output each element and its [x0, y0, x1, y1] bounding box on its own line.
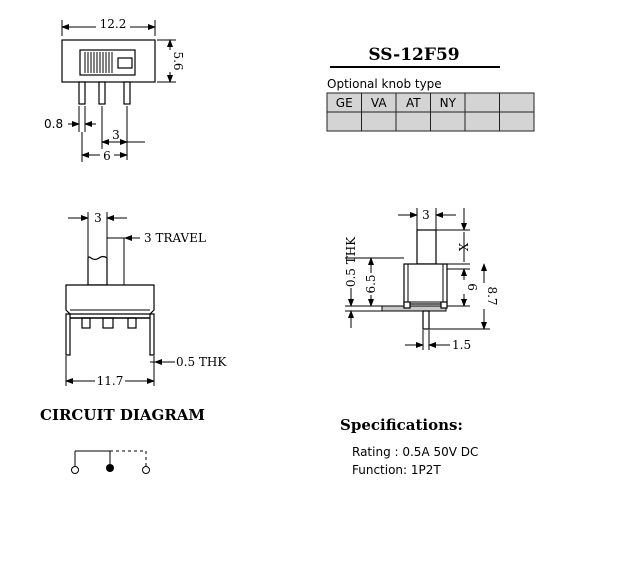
knob-header-cell — [499, 92, 535, 113]
end-thickness-label: 0.5 THK — [344, 236, 358, 287]
end-base-plate — [381, 305, 447, 312]
height-label: 5.6 — [171, 51, 185, 70]
end-height-c-label: 8.7 — [485, 286, 499, 305]
end-pin — [422, 310, 430, 330]
width-label: 12.2 — [100, 17, 127, 31]
end-height-a-label: 6.5 — [364, 274, 378, 293]
specs-function: Function: 1P2T — [352, 463, 441, 477]
specifications: Specifications: Rating : 0.5A 50V DC Fun… — [340, 416, 478, 477]
circuit-diagram: CIRCUIT DIAGRAM — [40, 406, 205, 474]
knob-table-caption: Optional knob type — [327, 77, 442, 91]
end-height-b-label: 6 — [465, 283, 479, 291]
knob-value-cell — [499, 111, 535, 132]
travel-label: 3 TRAVEL — [144, 231, 206, 245]
knob-header-cell — [464, 92, 500, 113]
specs-rating: Rating : 0.5A 50V DC — [352, 445, 478, 459]
terminal-1 — [71, 466, 79, 474]
specs-title: Specifications: — [340, 416, 463, 434]
side-thickness-label: 0.5 THK — [176, 355, 227, 369]
pitch-label: 3 — [112, 128, 120, 142]
knob-value-cell — [361, 111, 397, 132]
knob-header-label: VA — [371, 96, 387, 110]
side-view: 3 3 TRAVEL 0.5 THK 11.7 — [65, 211, 227, 388]
end-foot-label: 1.5 — [452, 338, 471, 352]
end-body — [403, 263, 448, 305]
model-header: SS-12F59 Optional knob type — [327, 45, 500, 91]
pins — [78, 81, 131, 105]
circuit-title: CIRCUIT DIAGRAM — [40, 406, 205, 424]
top-view: 12.2 5.6 — [44, 17, 185, 163]
knob-header-label: AT — [406, 96, 421, 110]
span-label: 6 — [103, 149, 111, 163]
end-view: 3 X 0.5 THK 6.5 6 8.7 — [344, 208, 499, 352]
pin-width-label: 0.8 — [44, 117, 63, 131]
end-knob-width-label: 3 — [422, 208, 430, 222]
terminal-2 — [142, 466, 150, 474]
side-knob — [87, 255, 108, 286]
knob-value-cell — [326, 111, 362, 132]
knob-header-label: NY — [440, 96, 457, 110]
end-knob — [416, 229, 437, 265]
knob-value-cell — [430, 111, 466, 132]
side-body-width-label: 11.7 — [97, 374, 124, 388]
side-knob-width-label: 3 — [94, 211, 102, 225]
terminal-common — [106, 464, 114, 472]
knob-value-cell — [395, 111, 431, 132]
knob-header-label: GE — [336, 96, 353, 110]
model-title: SS-12F59 — [368, 45, 459, 65]
knob-value-cell — [464, 111, 500, 132]
knob-ribs — [84, 52, 133, 73]
end-x-label: X — [457, 242, 471, 251]
knob-type-table: GE VA AT NY — [326, 92, 535, 132]
